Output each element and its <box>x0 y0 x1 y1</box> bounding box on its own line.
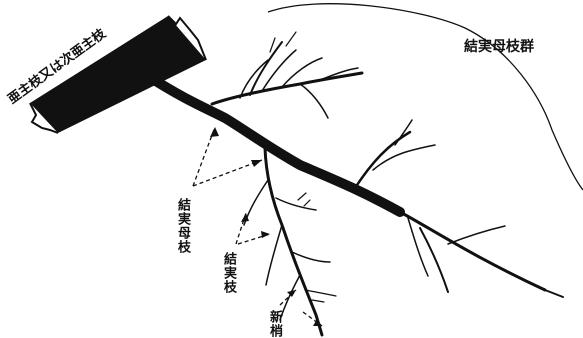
leader-lines <box>192 126 323 327</box>
fruiting-branch-label: 結実枝 <box>221 252 236 294</box>
scaffold-branch-stub <box>29 15 207 134</box>
new-shoot-label: 新梢 <box>267 310 282 338</box>
upper-fruiting-mother-branch <box>210 31 364 119</box>
right-fruiting-mother-branches <box>353 119 506 293</box>
arrowheads <box>210 127 322 326</box>
main-branch <box>143 71 564 298</box>
group-outline <box>267 3 583 191</box>
fruiting-mother-branch-label: 結実母枝 <box>175 198 190 254</box>
fruiting-mother-branch-group-label: 結実母枝群 <box>464 39 534 55</box>
